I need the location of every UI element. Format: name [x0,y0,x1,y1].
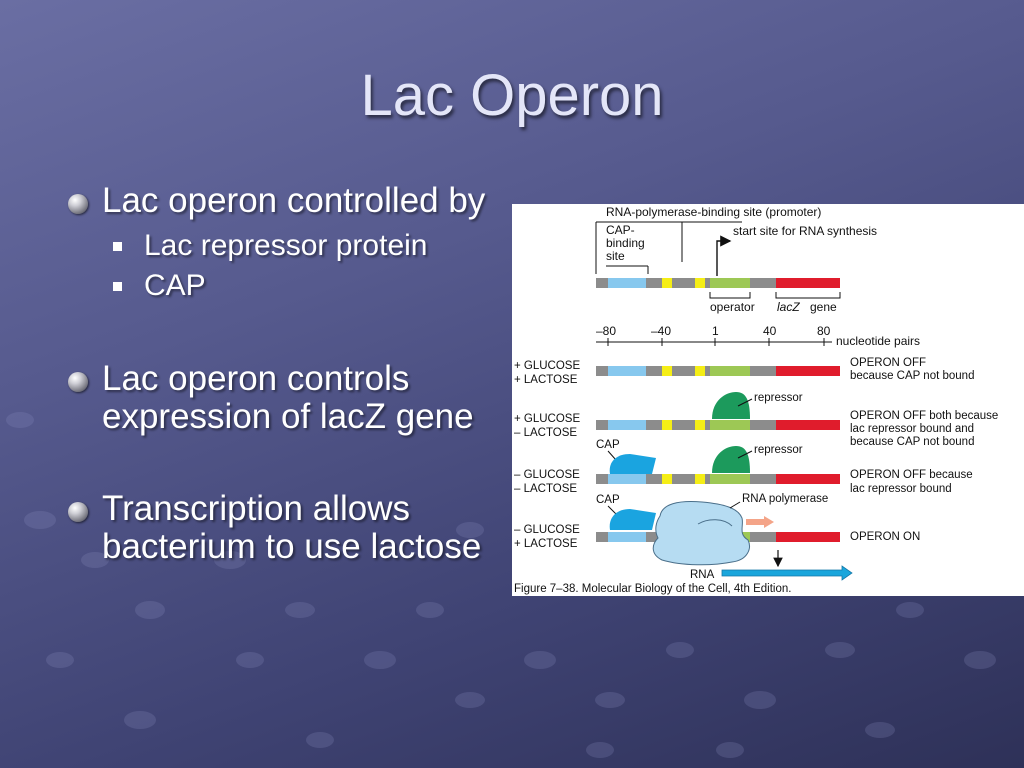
condition-glucose: + GLUCOSE [514,360,580,372]
outcome-text: OPERON OFF because [850,469,973,481]
condition-glucose: + GLUCOSE [514,413,580,425]
outcome-text: lac repressor bound [850,483,952,495]
polymerase-groove [697,519,733,527]
repressor-protein [712,446,750,473]
start-site-label: start site for RNA synthesis [733,224,877,238]
bullet-item: Transcription allows bacterium to use la… [66,490,496,566]
axis-tick-label: 1 [712,324,719,338]
outcome-text: OPERON ON [850,531,920,543]
rna-polymerase [652,501,750,566]
cap-protein [609,454,656,474]
cap-label: CAP [596,439,620,451]
dna-map [596,278,840,288]
sub-bullet-item: Lac repressor protein [110,226,496,266]
sub-bullet-text: CAP [144,269,206,302]
axis-tick-label: 80 [817,324,831,338]
cap-protein [609,509,656,530]
sub-bullet-text: Lac repressor protein [144,229,428,262]
slide-title: Lac Operon [360,63,664,128]
operator-label: operator [710,300,755,314]
condition-glucose: – GLUCOSE [514,524,580,536]
axis-tick-label: 40 [763,324,777,338]
bullet-item: Lac operon controls expression of lacZ g… [66,360,496,436]
condition-lactose: + LACTOSE [514,538,578,550]
promoter-label: RNA-polymerase-binding site (promoter) [606,205,821,219]
bullet-text: Lac operon controls expression of lacZ g… [102,359,474,436]
condition-lactose: – LACTOSE [514,427,577,439]
outcome-text: because CAP not bound [850,370,974,382]
square-bullet-icon [113,242,122,251]
sub-bullet-item: CAP [110,266,496,306]
condition-lactose: – LACTOSE [514,483,577,495]
repressor-label: repressor [754,444,803,456]
bullet-ball-icon [68,194,88,214]
operator-bracket [709,292,751,299]
bullet-ball-icon [68,502,88,522]
polymerase-label: RNA polymerase [742,493,828,505]
axis-tick-label: –80 [596,324,616,338]
transcription-arrow-icon [746,516,774,528]
gene-label: gene [810,300,837,314]
cap-site-label-3: site [606,249,625,263]
axis-ticks [607,338,825,346]
repressor-label: repressor [754,392,803,404]
square-bullet-icon [113,282,122,291]
bullet-text: Transcription allows bacterium to use la… [102,489,482,566]
bullet-ball-icon [68,372,88,392]
dna-strand [596,366,840,376]
outcome-text: lac repressor bound and [850,423,974,435]
outcome-text: OPERON OFF [850,357,926,369]
dna-strand [596,474,840,484]
rna-transcript-arrow-icon [721,565,853,581]
outcome-text: because CAP not bound [850,436,974,448]
condition-glucose: – GLUCOSE [514,469,580,481]
start-arrow [716,235,732,276]
cap-pointer [607,505,617,515]
cap-site-label-1: CAP- [606,223,635,237]
lacz-label: lacZ [777,300,800,314]
bullet-text: Lac operon controlled by [102,181,486,220]
axis-tick-label: –40 [651,324,671,338]
axis-label: nucleotide pairs [836,334,920,348]
sub-bullet-list: Lac repressor protein CAP [110,226,496,306]
cap-pointer [607,450,617,461]
condition-lactose: + LACTOSE [514,374,578,386]
bullet-item: Lac operon controlled by [66,182,496,220]
cap-site-label-2: binding [606,236,645,250]
outcome-text: OPERON OFF both because [850,410,998,422]
repressor-protein [712,392,750,419]
rna-label: RNA [690,569,715,581]
bullet-list: Lac operon controlled by Lac repressor p… [66,182,496,566]
cap-label: CAP [596,494,620,506]
lac-operon-figure: RNA-polymerase-binding site (promoter) C… [512,204,1024,596]
repressor-pointer [737,450,753,459]
figure-caption: Figure 7–38. Molecular Biology of the Ce… [514,583,791,595]
lacz-bracket [775,292,841,299]
dna-strand [596,420,840,430]
polymerase-pointer [729,501,741,509]
repressor-pointer [737,398,753,407]
